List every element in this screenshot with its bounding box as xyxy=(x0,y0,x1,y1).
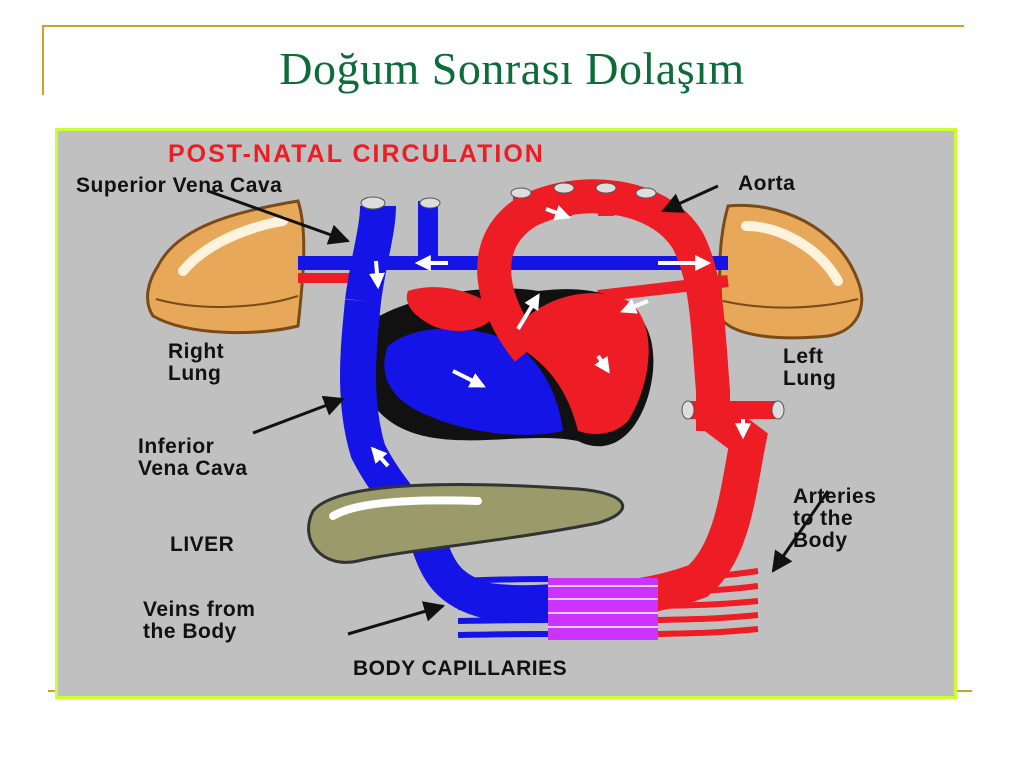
pulmonary-artery-band xyxy=(298,256,728,270)
liver-label: LIVER xyxy=(170,533,235,556)
superior-vena-cava-label: Superior Vena Cava xyxy=(76,174,283,197)
left-lung-label: Left Lung xyxy=(783,345,837,390)
body-capillaries xyxy=(457,568,759,640)
circulation-diagram: POST-NATAL CIRCULATION Superior Vena Cav… xyxy=(55,128,957,699)
body-capillaries-label: BODY CAPILLARIES xyxy=(353,657,568,680)
aorta-label: Aorta xyxy=(738,172,796,195)
superior-vena-cava xyxy=(345,205,396,304)
left-ventricle xyxy=(508,293,649,434)
frame-top-line xyxy=(42,25,964,27)
diagram-title: POST-NATAL CIRCULATION xyxy=(168,140,545,168)
left-atrium xyxy=(406,287,498,331)
veins-from-body-label: Veins from the Body xyxy=(143,598,256,643)
inferior-vena-cava-label: Inferior Vena Cava xyxy=(138,435,248,480)
slide-title: Doğum Sonrası Dolaşım xyxy=(279,43,745,94)
diagram-graphic xyxy=(146,179,864,640)
left-lung xyxy=(718,203,864,340)
label-pointers xyxy=(207,184,830,636)
right-lung xyxy=(146,199,306,335)
aorta-arch xyxy=(477,179,730,431)
arteries-to-body-label: Arteries to the Body xyxy=(793,485,877,552)
pulmonary-vein-right xyxy=(298,273,368,283)
frame-left-line xyxy=(42,25,44,95)
liver xyxy=(307,482,624,564)
flow-arrows xyxy=(369,205,751,468)
right-lung-label: Right Lung xyxy=(168,340,225,385)
